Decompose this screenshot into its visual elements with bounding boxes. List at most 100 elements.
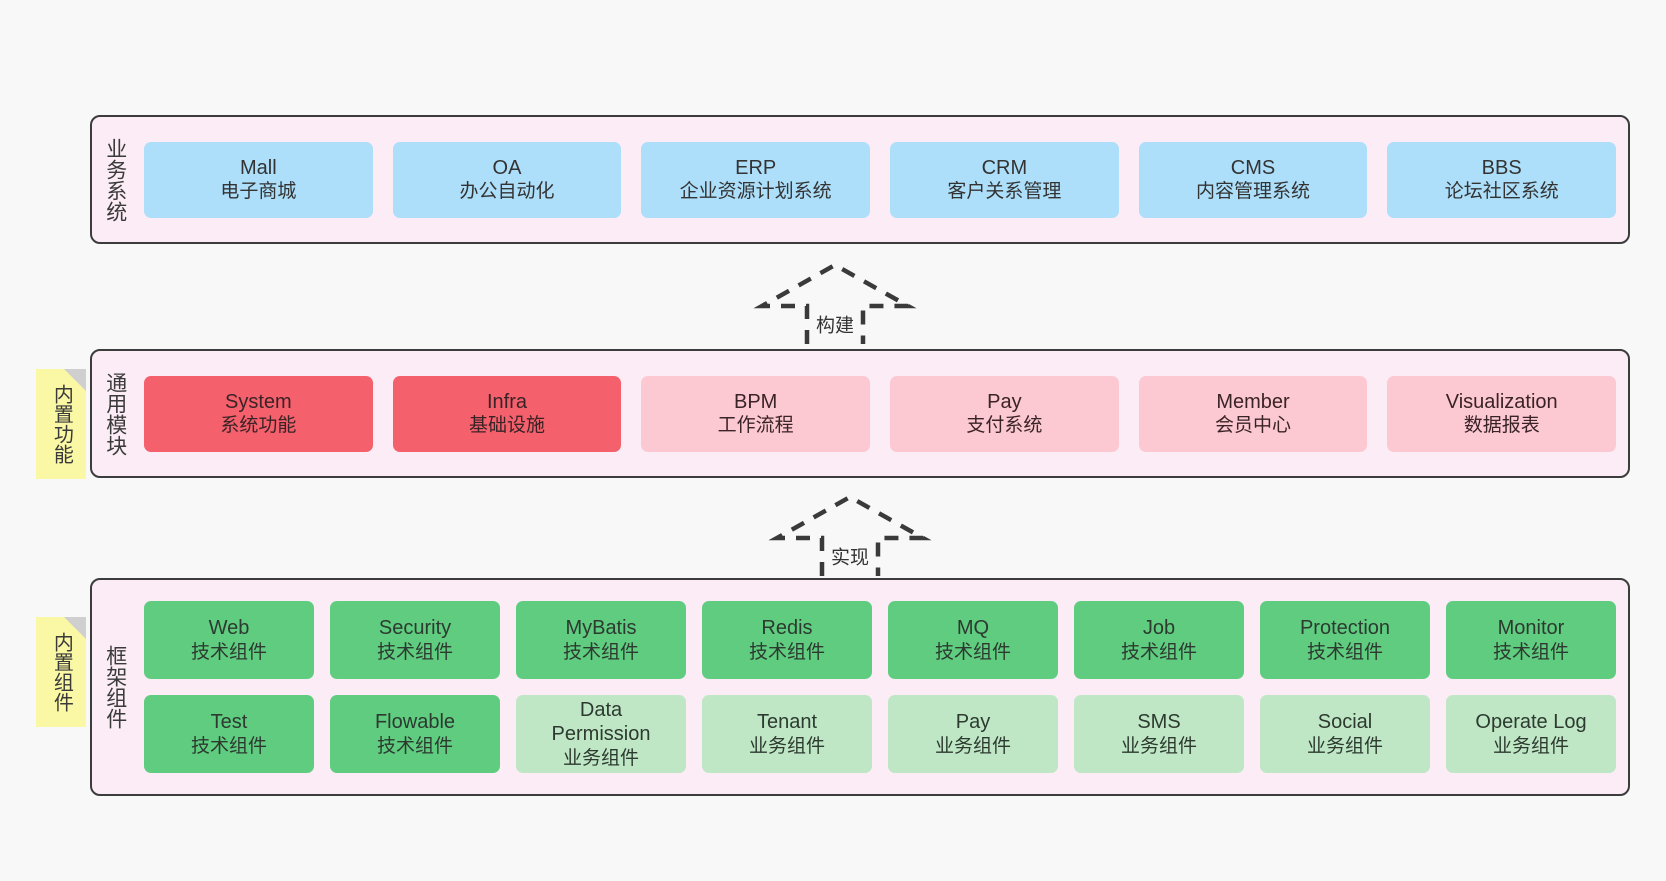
card-test[interactable]: Test 技术组件 (144, 695, 314, 773)
arrow-implement: 实现 (768, 494, 932, 576)
card-member[interactable]: Member 会员中心 (1138, 375, 1368, 452)
card-tenant[interactable]: Tenant 业务组件 (702, 695, 872, 773)
card-subtitle: 办公自动化 (459, 181, 555, 203)
card-title: Pay (955, 711, 991, 734)
card-title: SMS (1137, 711, 1181, 734)
card-title: CMS (1230, 156, 1276, 179)
layer-title-business-system: 业务系统 (103, 137, 127, 222)
card-job[interactable]: Job 技术组件 (1074, 601, 1244, 679)
card-visualization[interactable]: Visualization 数据报表 (1387, 375, 1617, 452)
card-title: ERP (735, 156, 777, 179)
card-title: BBS (1481, 156, 1522, 179)
card-title: BPM (734, 390, 778, 413)
card-protection[interactable]: Protection 技术组件 (1260, 601, 1430, 679)
sticky-fold-corner (64, 369, 86, 391)
card-title: Data (579, 699, 623, 722)
card-subtitle: 业务组件 (934, 735, 1011, 757)
layer-title-common-module: 通用模块 (103, 371, 127, 456)
card-pay-component[interactable]: Pay 业务组件 (888, 695, 1058, 773)
card-subtitle: 工作流程 (717, 415, 794, 437)
card-title: Operate Log (1475, 711, 1587, 734)
card-subtitle: 技术组件 (1120, 641, 1197, 663)
card-title: OA (492, 156, 522, 179)
layer-title-framework-component: 框架组件 (103, 645, 127, 729)
card-row: System 系统功能 Infra 基础设施 BPM 工作流程 Pay 支付系统… (144, 375, 1617, 452)
card-title: Pay (987, 390, 1022, 413)
card-subtitle: 基础设施 (469, 415, 546, 437)
card-flowable[interactable]: Flowable 技术组件 (330, 695, 500, 773)
card-subtitle: 技术组件 (1492, 641, 1569, 663)
arrow-build-label: 构建 (815, 315, 855, 337)
sticky-fold-corner (64, 617, 86, 639)
card-mq[interactable]: MQ 技术组件 (888, 601, 1058, 679)
layer-body-common-module: System 系统功能 Infra 基础设施 BPM 工作流程 Pay 支付系统… (138, 351, 1628, 476)
card-subtitle: 业务组件 (562, 747, 639, 769)
card-bpm[interactable]: BPM 工作流程 (641, 375, 871, 452)
layer-common-module: 通用模块 System 系统功能 Infra 基础设施 BPM 工作流程 Pay… (90, 349, 1630, 478)
card-title-cont: Permission (551, 723, 651, 746)
card-title: Security (378, 617, 452, 640)
card-title: MQ (956, 617, 990, 640)
card-title: Web (208, 617, 250, 640)
card-subtitle: 支付系统 (966, 415, 1043, 437)
card-subtitle: 技术组件 (934, 641, 1011, 663)
card-title: Social (1317, 711, 1373, 734)
card-sms[interactable]: SMS 业务组件 (1074, 695, 1244, 773)
card-row: Test 技术组件 Flowable 技术组件 Data Permission … (144, 695, 1616, 773)
card-security[interactable]: Security 技术组件 (330, 601, 500, 679)
card-title: Protection (1299, 617, 1391, 640)
card-redis[interactable]: Redis 技术组件 (702, 601, 872, 679)
card-subtitle: 技术组件 (748, 641, 825, 663)
card-erp[interactable]: ERP 企业资源计划系统 (641, 141, 871, 218)
card-system[interactable]: System 系统功能 (144, 375, 373, 452)
card-subtitle: 系统功能 (220, 415, 297, 437)
card-title: MyBatis (565, 617, 637, 640)
card-title: Test (210, 711, 248, 734)
card-title: Mall (240, 156, 277, 179)
card-title: Flowable (374, 711, 456, 734)
card-web[interactable]: Web 技术组件 (144, 601, 314, 679)
arrow-build-outline (753, 262, 917, 344)
card-title: Member (1216, 390, 1290, 413)
card-operate-log[interactable]: Operate Log 业务组件 (1446, 695, 1616, 773)
card-infra[interactable]: Infra 基础设施 (392, 375, 622, 452)
card-subtitle: 技术组件 (190, 735, 267, 757)
card-subtitle: 业务组件 (748, 735, 825, 757)
card-bbs[interactable]: BBS 论坛社区系统 (1387, 141, 1617, 218)
card-subtitle: 会员中心 (1215, 415, 1292, 437)
layer-body-framework-component: Web 技术组件 Security 技术组件 MyBatis 技术组件 Redi… (138, 580, 1628, 794)
card-oa[interactable]: OA 办公自动化 (392, 141, 622, 218)
card-subtitle: 业务组件 (1120, 735, 1197, 757)
card-subtitle: 数据报表 (1463, 415, 1540, 437)
card-data-permission[interactable]: Data Permission 业务组件 (516, 695, 686, 773)
card-subtitle: 技术组件 (190, 641, 267, 663)
card-title: System (224, 390, 292, 413)
sticky-note-builtin-function: 内置功能 (36, 369, 86, 479)
card-title: Infra (486, 390, 528, 413)
card-row: Mall 电子商城 OA 办公自动化 ERP 企业资源计划系统 CRM 客户关系… (144, 141, 1617, 218)
card-title: Monitor (1497, 617, 1565, 640)
card-social[interactable]: Social 业务组件 (1260, 695, 1430, 773)
card-mybatis[interactable]: MyBatis 技术组件 (516, 601, 686, 679)
card-subtitle: 企业资源计划系统 (679, 181, 832, 203)
sticky-note-builtin-component: 内置组件 (36, 617, 86, 727)
arrow-implement-outline (768, 494, 932, 576)
card-subtitle: 论坛社区系统 (1444, 181, 1559, 203)
card-subtitle: 电子商城 (220, 181, 297, 203)
card-crm[interactable]: CRM 客户关系管理 (890, 141, 1119, 218)
card-subtitle: 技术组件 (1306, 641, 1383, 663)
card-cms[interactable]: CMS 内容管理系统 (1138, 141, 1368, 218)
sticky-note-label: 内置组件 (50, 632, 73, 712)
card-mall[interactable]: Mall 电子商城 (144, 141, 373, 218)
card-subtitle: 技术组件 (562, 641, 639, 663)
card-monitor[interactable]: Monitor 技术组件 (1446, 601, 1616, 679)
card-subtitle: 客户关系管理 (947, 181, 1062, 203)
card-subtitle: 业务组件 (1492, 735, 1569, 757)
card-title: Visualization (1445, 390, 1558, 413)
card-title: Job (1142, 617, 1176, 640)
arrow-build: 构建 (753, 262, 917, 344)
layer-body-business-system: Mall 电子商城 OA 办公自动化 ERP 企业资源计划系统 CRM 客户关系… (138, 117, 1628, 242)
layer-business-system: 业务系统 Mall 电子商城 OA 办公自动化 ERP 企业资源计划系统 CRM… (90, 115, 1630, 244)
card-pay[interactable]: Pay 支付系统 (890, 375, 1119, 452)
